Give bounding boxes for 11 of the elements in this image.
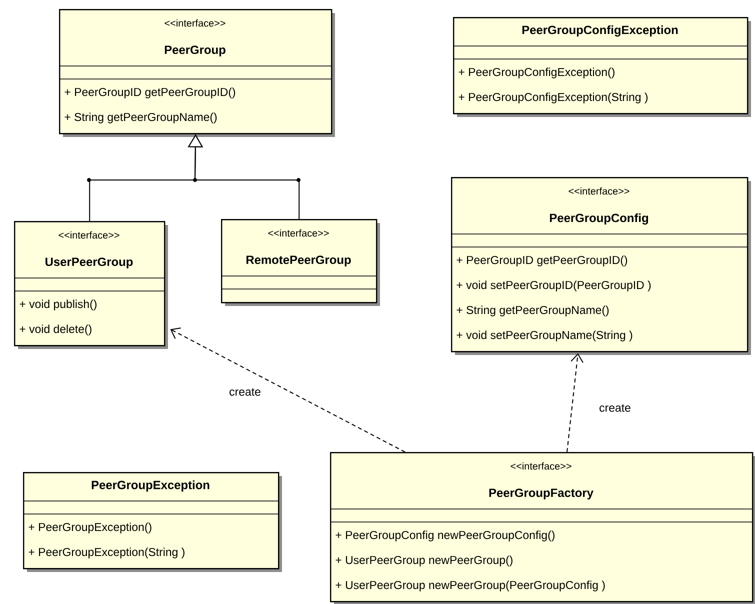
dependency-arrow: [170, 327, 406, 452]
class-box: <<interface>> PeerGroupFactory + PeerGroupConfig newPeerGroupConfig() + UserPeerGroup newPeerGroup() + UserPeerGroup newPeerGroup(PeerGroupConfig ): [330, 452, 755, 604]
class-box: PeerGroupConfigException + PeerGroupConfigException() + PeerGroupConfigException(String ): [452, 17, 751, 117]
class-box: <<interface>> PeerGroup + PeerGroupID getPeerGroupID() + String getPeerGroupName(): [58, 9, 335, 137]
class-box: <<interface>> UserPeerGroup + void publish() + void delete(): [14, 221, 168, 349]
class-box: <<interface>> PeerGroupConfig + PeerGroupID getPeerGroupID() + void setPeerGroupID(PeerGroupID ) + String getPeerGroupName() + void setPeerGroupName(String ): [450, 177, 751, 355]
edge-label: create: [228, 387, 262, 397]
dependency-arrow: [566, 353, 584, 452]
class-box: PeerGroupException + PeerGroupException() + PeerGroupException(String ): [22, 472, 282, 572]
class-box: <<interface>> RemotePeerGroup: [220, 219, 380, 306]
edge-label: create: [598, 403, 632, 413]
